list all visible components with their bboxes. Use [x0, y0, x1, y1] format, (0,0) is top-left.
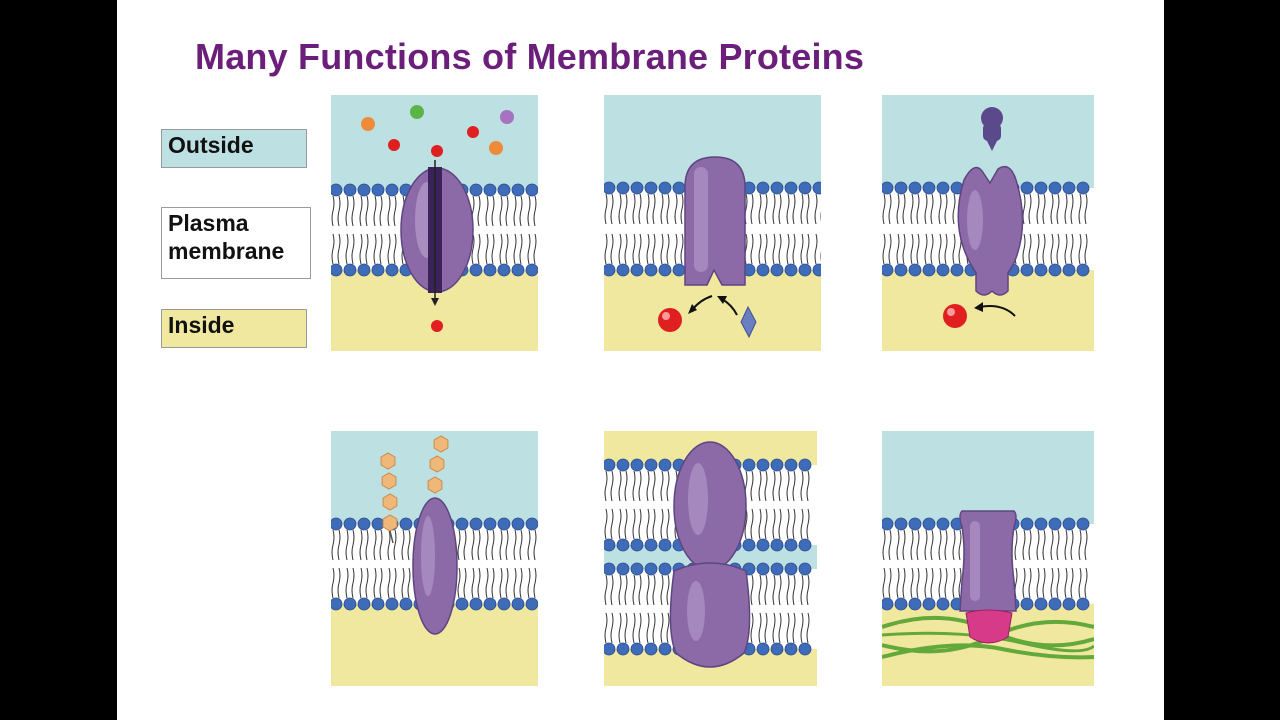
panel-transport: [331, 95, 538, 351]
junction-proteins: [669, 441, 751, 668]
panel-signal-transduction-illustration: [882, 95, 1094, 351]
glycoprotein: [412, 497, 458, 635]
panel-attachment-to-cytoskeleton-illustration: [882, 431, 1094, 686]
solute-molecules: [361, 105, 514, 332]
panel-intercellular-joining: [604, 431, 817, 686]
panel-enzymatic-activity-illustration: [604, 95, 821, 351]
receptor-protein: [957, 165, 1024, 296]
legend-outside: Outside: [161, 129, 307, 168]
legend-inside-label: Inside: [168, 312, 235, 338]
panel-attachment-to-cytoskeleton: [882, 431, 1094, 686]
legend-plasma-membrane-label: Plasma membrane: [168, 210, 285, 264]
relay-molecule: [943, 302, 1016, 328]
panel-transport-illustration: [331, 95, 538, 351]
legend-inside: Inside: [161, 309, 307, 348]
enzyme-protein: [684, 156, 746, 286]
anchor-protein: [959, 510, 1017, 644]
substrate-molecules: [658, 295, 757, 339]
slide-title: Many Functions of Membrane Proteins: [195, 36, 865, 77]
slide: Many Functions of Membrane Proteins Outs…: [117, 0, 1164, 720]
panel-signal-transduction: [882, 95, 1094, 351]
transport-protein: [400, 160, 474, 306]
panel-intercellular-joining-illustration: [604, 431, 817, 686]
signaling-molecule: [981, 107, 1003, 151]
panel-cell-recognition-illustration: [331, 431, 538, 686]
panel-enzymatic-activity: [604, 95, 821, 351]
legend-outside-label: Outside: [168, 132, 254, 158]
legend-plasma-membrane: Plasma membrane: [161, 207, 311, 279]
panel-cell-recognition: [331, 431, 538, 686]
sugar-chains: [380, 435, 449, 544]
